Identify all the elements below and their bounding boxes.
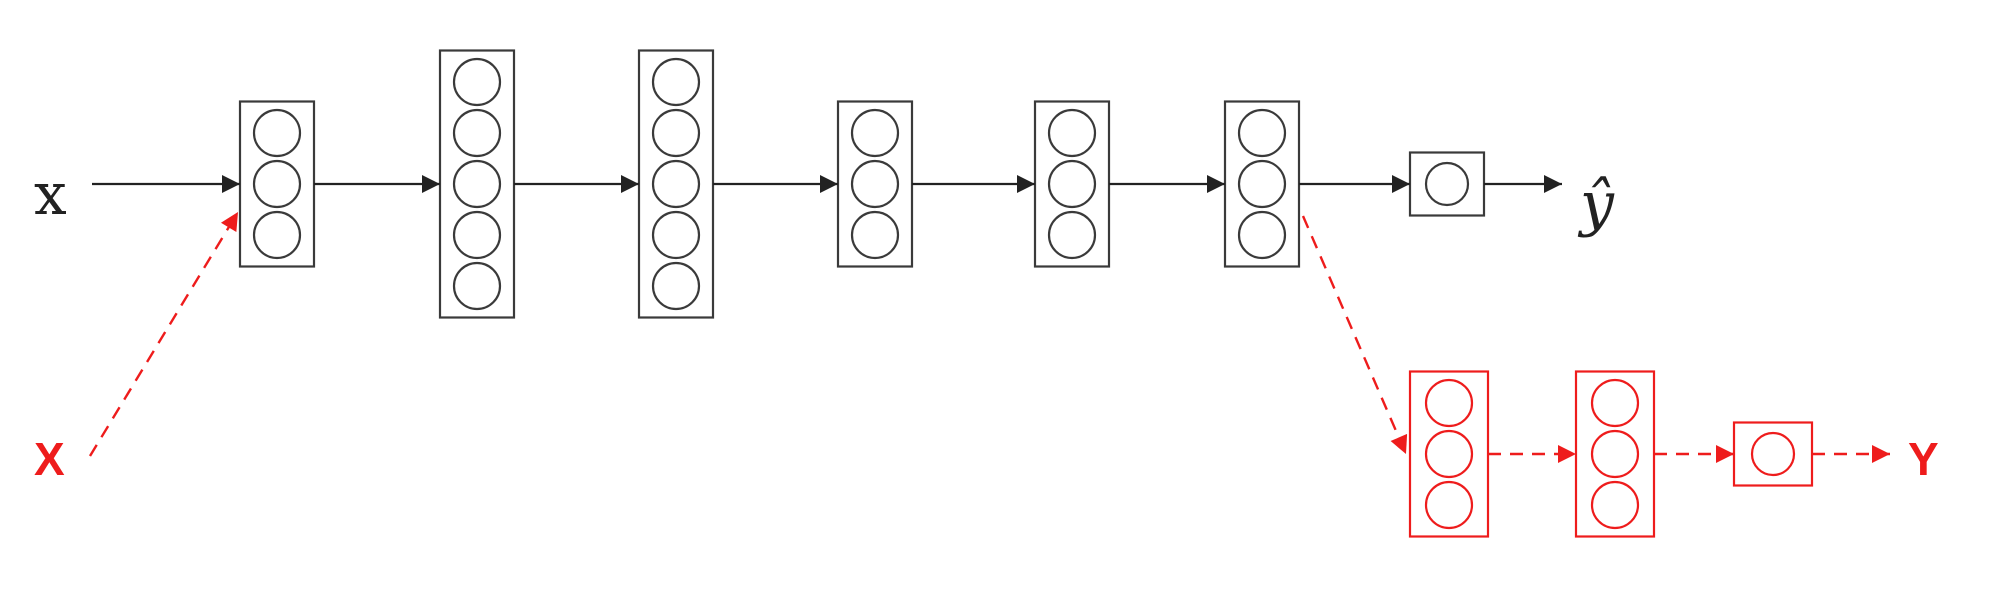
base-layer-4 (836, 100, 914, 268)
base-layer-box (238, 100, 316, 268)
neuron-node (1047, 108, 1097, 158)
neuron-node (1237, 159, 1287, 209)
neuron-node (1047, 210, 1097, 260)
neuron-node (850, 159, 900, 209)
neuron-node (1237, 210, 1287, 260)
neuron-node (850, 210, 900, 260)
new-output-y-label: Y (1908, 433, 1939, 485)
neuron-node (1590, 480, 1640, 530)
new-head-connections (88, 211, 1890, 463)
neuron-node (1750, 431, 1796, 477)
new-input-arrow (88, 211, 240, 457)
neuron-node (1424, 161, 1470, 207)
neuron-node (1047, 159, 1097, 209)
neuron-node (651, 159, 701, 209)
neuron-node (252, 108, 302, 158)
neuron-node (452, 210, 502, 260)
head-layer-2 (1574, 370, 1656, 538)
neuron-node (452, 57, 502, 107)
base-layer-5 (1033, 100, 1111, 268)
head-layer-3 (1732, 421, 1814, 487)
base-layer-box (1033, 100, 1111, 268)
neuron-node (1424, 429, 1474, 479)
neuron-node (651, 261, 701, 311)
neuron-node (1424, 378, 1474, 428)
head-layer-1 (1408, 370, 1490, 538)
neuron-node (1424, 480, 1474, 530)
neuron-node (651, 57, 701, 107)
neuron-node (850, 108, 900, 158)
transfer-arrow (1301, 215, 1408, 455)
neuron-node (452, 261, 502, 311)
neuron-node (452, 108, 502, 158)
neuron-node (651, 210, 701, 260)
neuron-node (252, 210, 302, 260)
neuron-node (252, 159, 302, 209)
input-x-label: x (34, 160, 67, 228)
neuron-node (1590, 429, 1640, 479)
base-layer-box (836, 100, 914, 268)
base-layer-box (438, 49, 516, 319)
neuron-node (1590, 378, 1640, 428)
new-input-x-label: X (34, 433, 65, 485)
base-layer-1 (238, 100, 316, 268)
output-y-hat-label: ŷ (1577, 169, 1615, 239)
base-layer-7 (1408, 151, 1486, 217)
neuron-node (1237, 108, 1287, 158)
base-layer-6 (1223, 100, 1301, 268)
base-layer-box (1223, 100, 1301, 268)
neuron-node (651, 108, 701, 158)
new-output-head (1408, 370, 1814, 538)
neuron-node (452, 159, 502, 209)
base-layer-box (637, 49, 715, 319)
base-layer-3 (637, 49, 715, 319)
head-layer-box (1408, 370, 1490, 538)
base-layer-2 (438, 49, 516, 319)
head-layer-box (1574, 370, 1656, 538)
